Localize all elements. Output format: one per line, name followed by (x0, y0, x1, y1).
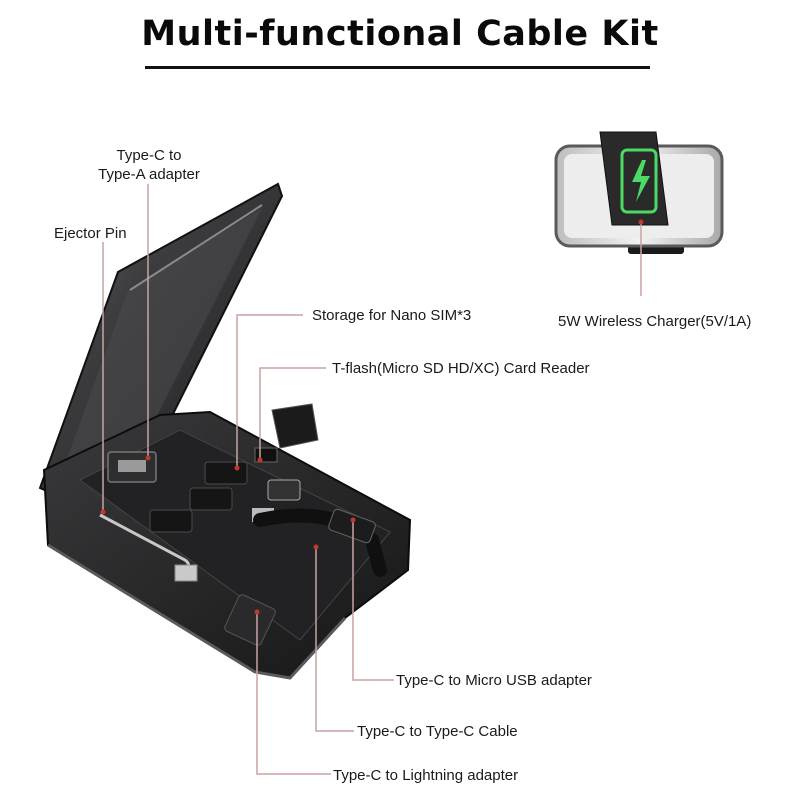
title-underline (145, 66, 650, 69)
callout-line-1: Type-C to (116, 147, 182, 164)
callout-nano-sim-storage: Storage for Nano SIM*3 (312, 307, 472, 324)
charging-bolt-icon (632, 160, 650, 202)
callout-type-c-cable: Type-C to Type-C Cable (357, 723, 518, 740)
lightning-adapter (174, 564, 276, 646)
callout-wireless-charger: 5W Wireless Charger(5V/1A) (558, 313, 752, 330)
callout-leader-lines (102, 184, 642, 775)
callout-leader-dots (100, 219, 644, 615)
callout-micro-usb-adapter: Type-C to Micro USB adapter (396, 672, 592, 689)
wireless-charger-stand (554, 131, 724, 254)
callout-card-reader: T-flash(Micro SD HD/XC) Card Reader (332, 360, 590, 377)
callout-ejector-pin: Ejector Pin (54, 225, 127, 242)
case-body (42, 410, 412, 680)
callout-lightning-adapter: Type-C to Lightning adapter (333, 767, 519, 784)
type-a-adapter (107, 451, 157, 483)
callout-line-2: Type-A adapter (98, 166, 200, 183)
nano-sim-slots (149, 461, 248, 533)
callout-type-c-to-type-a: Type-C to Type-A adapter (84, 146, 214, 184)
page-title: Multi-functional Cable Kit (141, 14, 659, 54)
